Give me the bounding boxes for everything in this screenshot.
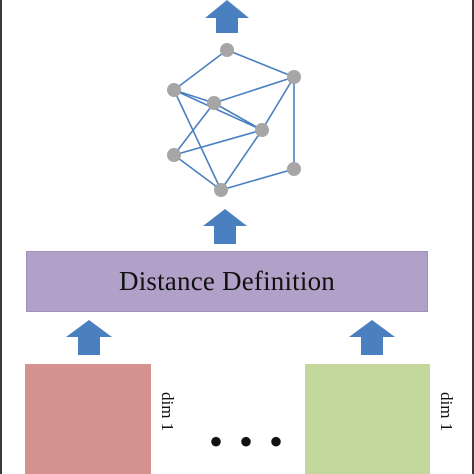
graph-nodes <box>167 43 301 197</box>
graph-edge-n5-n8 <box>220 129 263 191</box>
arrow-up-left-icon <box>66 320 112 355</box>
arrow-up-top-icon <box>205 0 249 33</box>
graph-edge-n6-n8 <box>220 168 295 191</box>
graph-edge-n4-n5 <box>213 102 263 131</box>
graph-node-n3 <box>167 83 181 97</box>
graph-edges <box>173 49 295 191</box>
graph-edge-n2-n4 <box>213 76 295 104</box>
graph-edge-n2-n5 <box>261 76 295 131</box>
graph-node-n4 <box>207 96 221 110</box>
frame-left-border <box>0 0 2 474</box>
ellipsis: • • • <box>209 419 287 464</box>
graph-edge-n1-n3 <box>173 49 228 91</box>
arrow-up-right-icon <box>349 320 395 355</box>
graph-edge-n3-n8 <box>173 89 222 191</box>
graph-edge-n5-n7 <box>173 129 263 156</box>
graph-edge-n4-n7 <box>173 102 215 156</box>
dim-label-right: dim 1 <box>437 392 456 432</box>
distance-definition-label: Distance Definition <box>119 266 335 296</box>
frame-right-border <box>472 0 474 474</box>
graph-edge-n1-n2 <box>226 49 295 78</box>
right-feature-block <box>305 364 430 474</box>
graph-edge-n3-n5 <box>173 89 263 131</box>
left-feature-block <box>25 364 151 474</box>
graph-node-n1 <box>220 43 234 57</box>
graph-node-n7 <box>167 148 181 162</box>
distance-definition-box: Distance Definition <box>26 251 428 312</box>
graph-edge-n7-n8 <box>173 154 222 191</box>
graph-node-n2 <box>287 70 301 84</box>
arrow-up-middle-icon <box>203 209 247 244</box>
graph-node-n5 <box>255 123 269 137</box>
dim-label-left: dim 1 <box>158 392 177 432</box>
graph-node-n8 <box>214 183 228 197</box>
graph-node-n6 <box>287 162 301 176</box>
